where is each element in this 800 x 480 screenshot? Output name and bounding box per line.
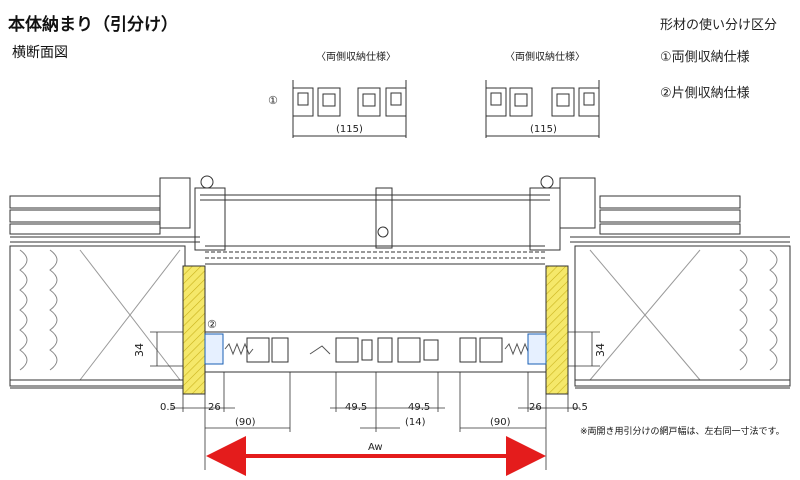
screen-sash-track — [204, 331, 547, 373]
dim-90-left: (90) — [235, 417, 256, 428]
dim-34-left: 34 — [133, 343, 146, 357]
dim-495-left: 49.5 — [345, 402, 367, 413]
wood-jamb-right — [545, 265, 569, 395]
bottom-dims — [170, 372, 580, 470]
detail-left-dim: (115) — [336, 124, 363, 135]
detail-right-caption: 〈両側収納仕様〉 — [505, 50, 585, 63]
wood-jamb-left — [182, 265, 206, 395]
dim-05-right: 0.5 — [572, 402, 588, 413]
dim-26-left: 26 — [208, 402, 221, 413]
detail-left-caption: 〈両側収納仕様〉 — [316, 50, 396, 63]
dim-90-right: (90) — [490, 417, 511, 428]
footnote: ※両開き用引分けの網戸幅は、左右同一寸法です。 — [580, 427, 785, 437]
page-title: 本体納まり（引分け） — [8, 15, 178, 35]
dim-495-right: 49.5 — [408, 402, 430, 413]
detail-right-dim: (115) — [530, 124, 557, 135]
legend-heading: 形材の使い分け区分 — [660, 18, 778, 33]
detail-marker: ① — [268, 94, 278, 107]
dim-34-left-lines — [150, 331, 183, 367]
left-profile-group — [292, 80, 407, 138]
legend-item-both-side: ①両側収納仕様 — [660, 50, 750, 65]
window-frame — [159, 175, 596, 265]
detail-profiles: ① 〈両側収納仕様〉 〈両側収納仕様〉 (115) — [268, 50, 600, 138]
dim-26-right: 26 — [529, 402, 542, 413]
wall-left — [9, 195, 200, 389]
dim-34-right: 34 — [594, 343, 607, 357]
wall-right — [570, 195, 791, 389]
aw-label: Aw — [368, 442, 383, 453]
right-profile-group — [485, 80, 600, 138]
dim-14: (14) — [405, 417, 426, 428]
drawing-subtitle: 横断面図 — [12, 45, 68, 61]
dim-05-left: 0.5 — [160, 402, 176, 413]
legend-item-one-side: ②片側収納仕様 — [660, 86, 750, 101]
section-marker-2: ② — [207, 318, 217, 331]
dim-34-right-lines — [568, 331, 600, 367]
